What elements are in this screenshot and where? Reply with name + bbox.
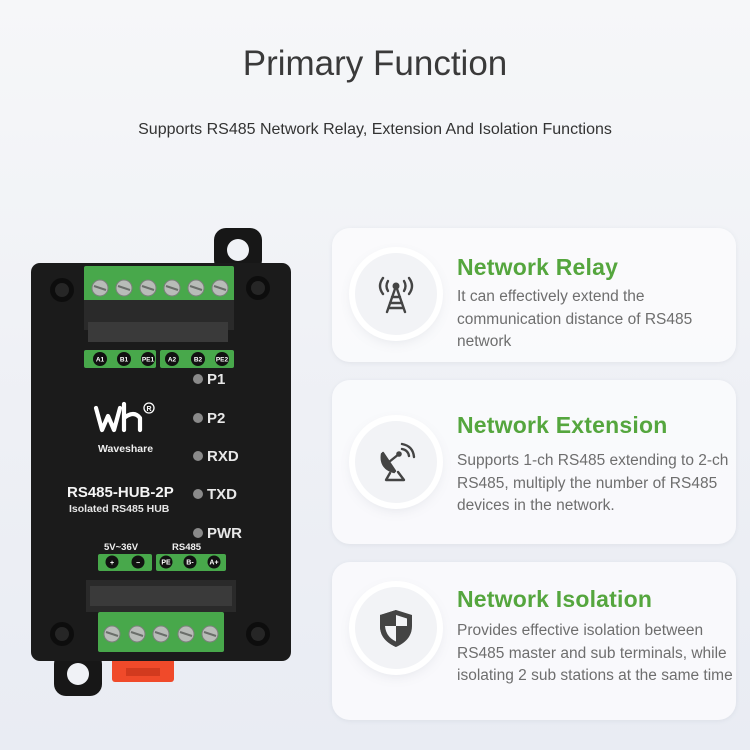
led-indicator [193,451,203,461]
led-label: P2 [207,410,225,427]
terminal-label: A2 [168,357,177,364]
terminal-label: B2 [194,357,203,364]
feature-description: Provides effective isolation between RS4… [457,622,733,684]
terminal-label: − [136,560,140,567]
terminal-label: + [110,560,114,567]
led-indicator [193,413,203,423]
feature-description: Supports 1-ch RS485 extending to 2-ch RS… [457,452,729,514]
model-name: RS485-HUB-2P [67,484,174,501]
feature-description: It can effectively extend the communicat… [457,288,693,350]
waveshare-logo: R [93,401,155,433]
feature-card-network-relay: Network Relay It can effectively extend … [332,228,736,362]
page-title: Primary Function [242,44,508,83]
led-indicator [193,489,203,499]
bottom-terminal-block [86,580,236,652]
status-leds: P1 P2 RXD TXD PWR [193,371,242,542]
feature-card-network-extension: Network Extension Supports 1-ch RS485 ex… [332,380,736,544]
led-indicator [193,528,203,538]
top-terminal-labels: A1 B1 PE1 A2 B2 PE2 [84,350,234,368]
top-terminal-block [84,266,234,342]
feature-title: Network Relay [457,254,619,280]
top-mounting-tab [214,228,262,272]
terminal-label: B1 [120,357,129,364]
satellite-dish-icon [380,442,416,482]
model-description: Isolated RS485 HUB [69,503,170,515]
led-label: RXD [207,448,239,465]
page-subtitle: Supports RS485 Network Relay, Extension … [138,121,612,138]
feature-icon-container [354,420,438,504]
feature-title: Network Extension [457,412,668,438]
terminal-label: PE1 [142,357,155,364]
rs485-hub-device: A1 B1 PE1 A2 B2 PE2 P1 P2 RXD TXD PWR R … [31,228,291,696]
terminal-label: PE2 [216,357,229,364]
feature-title: Network Isolation [457,586,653,612]
terminal-label: B- [186,560,194,567]
terminal-label: PE [161,560,171,567]
brand-name: Waveshare [98,443,153,455]
bottom-mounting-tab [54,652,102,696]
antenna-tower-icon [378,276,414,314]
terminal-label: A+ [209,560,218,567]
rs485-label: RS485 [172,542,202,553]
power-label: 5V~36V [104,542,139,553]
led-label: PWR [207,525,242,542]
led-label: TXD [207,486,237,503]
feature-card-network-isolation: Network Isolation Provides effective iso… [332,562,736,720]
feature-icon-container [354,586,438,670]
led-label: P1 [207,371,225,388]
shield-icon [380,610,412,647]
svg-text:R: R [146,406,151,413]
bottom-terminal-labels: + − PE B- A+ [98,554,226,571]
feature-icon-container [354,252,438,336]
led-indicator [193,374,203,384]
terminal-label: A1 [96,357,105,364]
